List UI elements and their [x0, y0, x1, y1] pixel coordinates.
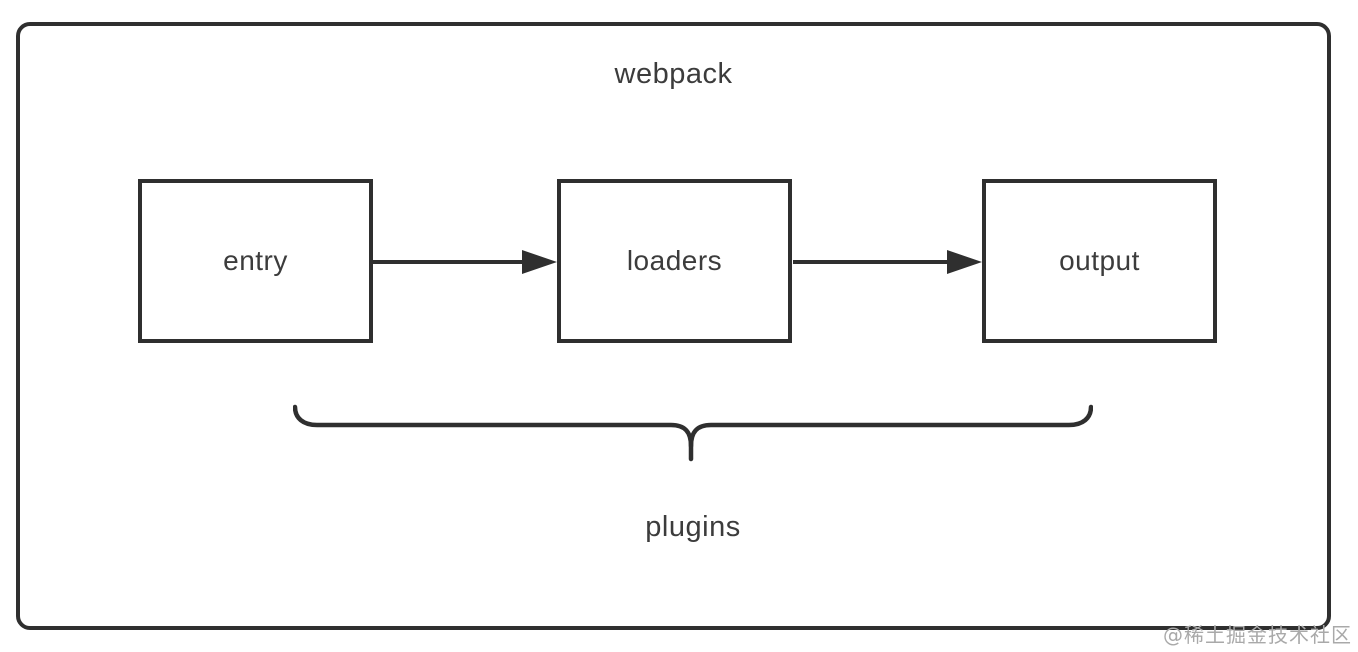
watermark: @稀土掘金技术社区	[1163, 623, 1352, 647]
node-loaders-label: loaders	[626, 245, 723, 276]
arrow-entry-to-loaders-icon	[372, 250, 557, 274]
node-output-label: output	[1059, 245, 1140, 276]
arrow-loaders-to-output-icon	[793, 250, 982, 274]
node-entry: entry	[138, 179, 373, 343]
plugins-label: plugins	[645, 511, 741, 543]
node-output: output	[982, 179, 1217, 343]
node-loaders: loaders	[557, 179, 792, 343]
plugins-brace-icon	[293, 404, 1093, 462]
node-entry-label: entry	[223, 245, 288, 276]
diagram-title: webpack	[614, 58, 733, 90]
